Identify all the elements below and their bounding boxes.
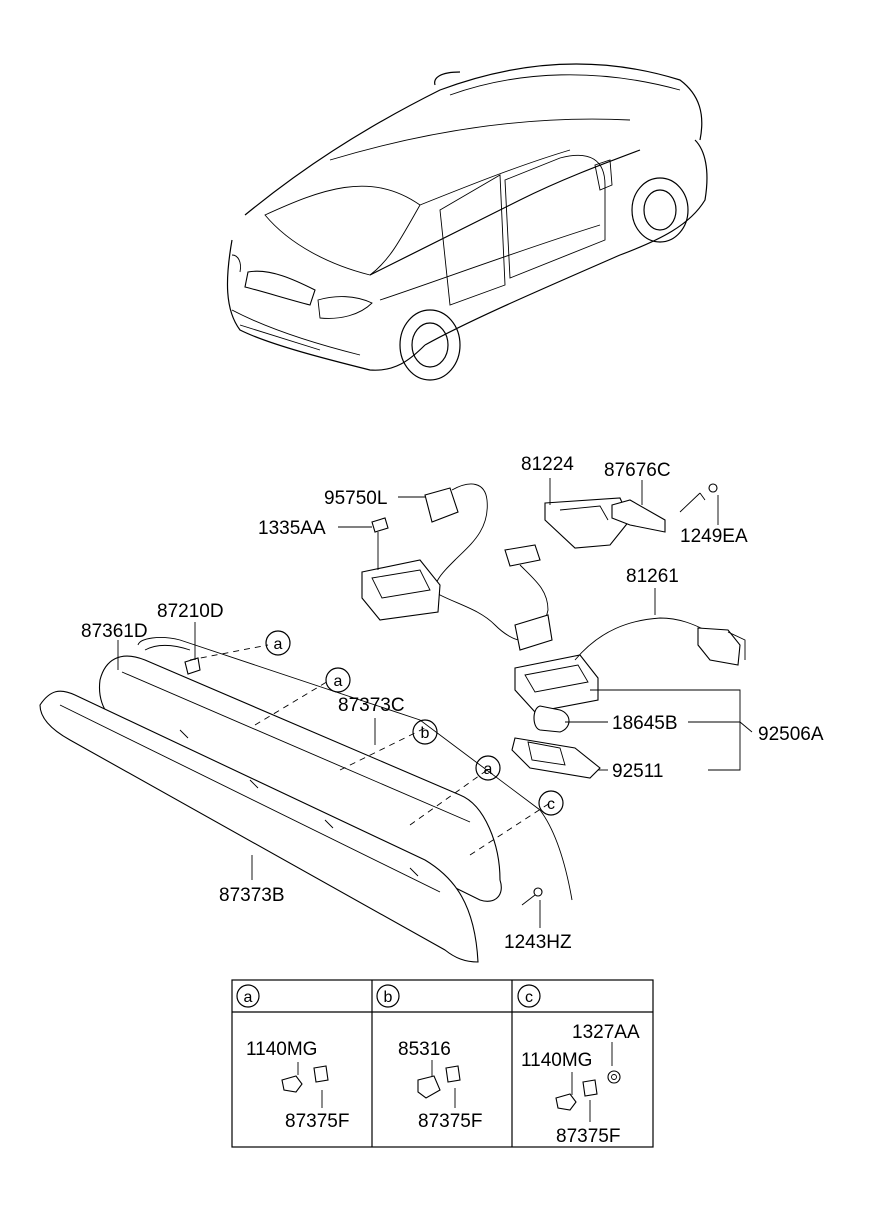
callout-b: b xyxy=(412,719,438,745)
callout-a-3: a xyxy=(475,755,501,781)
detail-c-part1: 1327AA xyxy=(572,1022,640,1043)
label-87373B: 87373B xyxy=(219,885,285,906)
leader-lines xyxy=(117,478,753,928)
garnish-panels xyxy=(39,637,573,963)
detail-a-part2: 87375F xyxy=(285,1111,349,1132)
detail-column-b: b 85316 87375F xyxy=(376,984,482,1132)
callout-a-2: a xyxy=(325,667,351,693)
label-92506A: 92506A xyxy=(758,724,824,745)
label-1243HZ: 1243HZ xyxy=(504,932,572,953)
detail-c-header: c xyxy=(525,989,533,1006)
callout-a-1: a xyxy=(265,630,291,656)
label-92511: 92511 xyxy=(612,761,663,782)
detail-a-header: a xyxy=(244,989,253,1006)
detail-c-part2: 1140MG xyxy=(521,1050,592,1071)
label-18645B: 18645B xyxy=(612,713,678,734)
detail-table: a 1140MG 87375F b 85316 87375F c 1327AA … xyxy=(231,979,654,1148)
callout-a-1-label: a xyxy=(274,636,283,653)
detail-b-part2: 87375F xyxy=(418,1111,482,1132)
detail-c-part3: 87375F xyxy=(556,1126,620,1147)
callout-a-3-label: a xyxy=(484,761,493,778)
label-81224: 81224 xyxy=(521,454,574,475)
callout-c-label: c xyxy=(547,796,555,813)
label-95750L: 95750L xyxy=(324,488,387,509)
callout-a-2-label: a xyxy=(334,673,343,690)
label-81261: 81261 xyxy=(626,566,679,587)
label-87373C: 87373C xyxy=(338,695,405,716)
detail-column-a: a 1140MG 87375F xyxy=(236,984,349,1132)
detail-a-part1: 1140MG xyxy=(246,1039,317,1060)
car-illustration xyxy=(226,63,708,381)
callout-c: c xyxy=(538,790,564,816)
label-87210D: 87210D xyxy=(157,601,224,622)
license-lamp-assembly xyxy=(361,483,746,779)
detail-b-part1: 85316 xyxy=(398,1039,451,1060)
part-number-labels: 95750L 1335AA 81224 87676C 1249EA 81261 … xyxy=(81,454,824,953)
detail-b-header: b xyxy=(384,989,393,1006)
detail-column-c: c 1327AA 1140MG 87375F xyxy=(517,984,640,1147)
label-87676C: 87676C xyxy=(604,460,671,481)
label-87361D: 87361D xyxy=(81,621,148,642)
label-1249EA: 1249EA xyxy=(680,526,748,547)
label-1335AA: 1335AA xyxy=(258,518,326,539)
callout-b-label: b xyxy=(421,725,430,742)
